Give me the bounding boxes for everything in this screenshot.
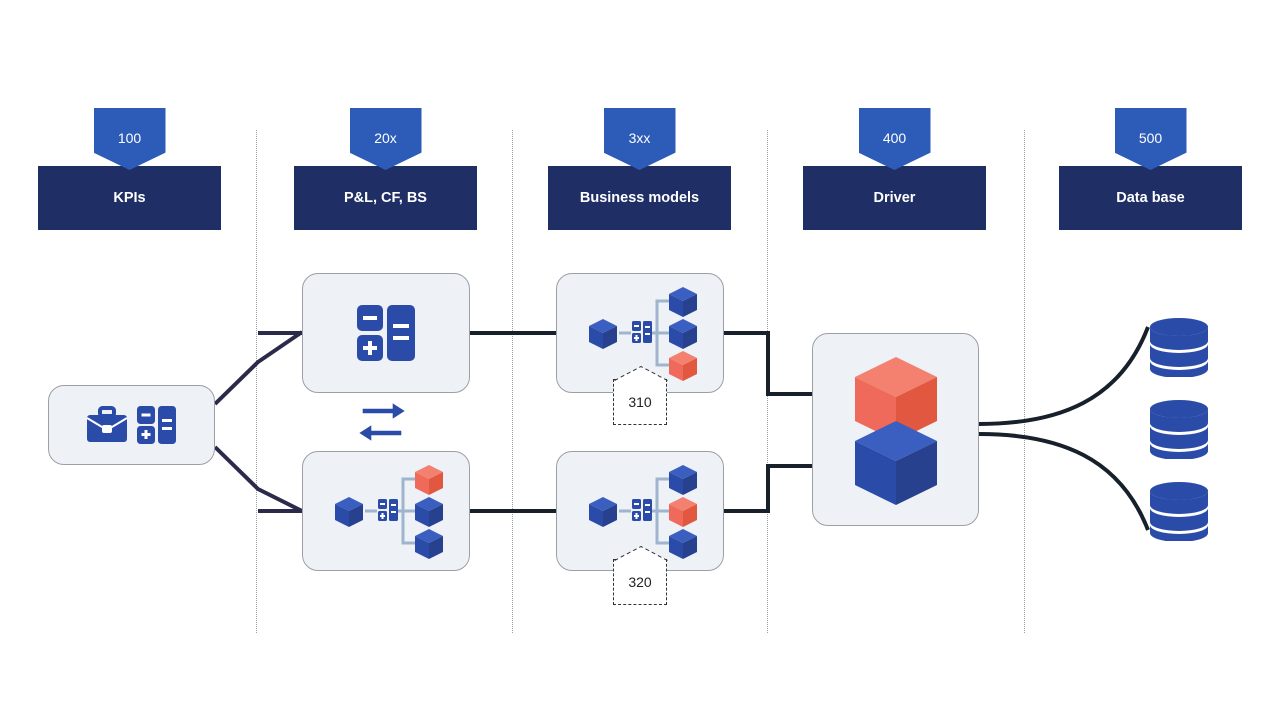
cube-tree-icon (573, 283, 708, 383)
node-pl-calculator[interactable] (302, 273, 470, 393)
column-separator-4 (1024, 130, 1025, 633)
connector-kpi-to-pl-calc (213, 330, 304, 406)
connector-driver-to-database-top (978, 326, 1150, 426)
swap-icon[interactable] (356, 400, 408, 446)
connector-bm320-to-driver (724, 464, 812, 513)
connector-driver-to-database-bottom (978, 432, 1150, 531)
cube-tree-icon (573, 461, 708, 561)
database-3[interactable] (1148, 481, 1210, 541)
column-header-kpis[interactable]: 100 KPIs (38, 108, 221, 230)
column-title: Data base (1059, 166, 1242, 230)
calculator-icon (136, 405, 178, 445)
node-driver[interactable] (812, 333, 979, 526)
database-1[interactable] (1148, 317, 1210, 377)
node-kpi[interactable] (48, 385, 215, 465)
tag-310[interactable]: 310 (613, 366, 668, 425)
connector-kpi-to-pl-model (213, 445, 303, 513)
tag-cap-icon (614, 546, 668, 561)
column-header-data-base[interactable]: 500 Data base (1059, 108, 1242, 230)
column-header-business-models[interactable]: 3xx Business models (548, 108, 731, 230)
column-header-pl-cf-bs[interactable]: 20x P&L, CF, BS (294, 108, 477, 230)
column-separator-1 (256, 130, 257, 633)
tag-value: 310 (628, 394, 652, 410)
cube-pair-icon (851, 355, 941, 505)
tag-value: 320 (628, 574, 652, 590)
briefcase-icon (85, 406, 128, 444)
node-pl-model[interactable] (302, 451, 470, 571)
connector-bm310-to-driver (724, 331, 812, 396)
column-title: KPIs (38, 166, 221, 230)
cube-tree-icon (319, 461, 454, 561)
tag-cap-icon (614, 366, 668, 381)
tag-320[interactable]: 320 (613, 546, 668, 605)
calculator-icon (356, 304, 416, 362)
column-title: Business models (548, 166, 731, 230)
database-2[interactable] (1148, 399, 1210, 459)
column-separator-2 (512, 130, 513, 633)
column-header-driver[interactable]: 400 Driver (803, 108, 986, 230)
column-title: P&L, CF, BS (294, 166, 477, 230)
column-title: Driver (803, 166, 986, 230)
